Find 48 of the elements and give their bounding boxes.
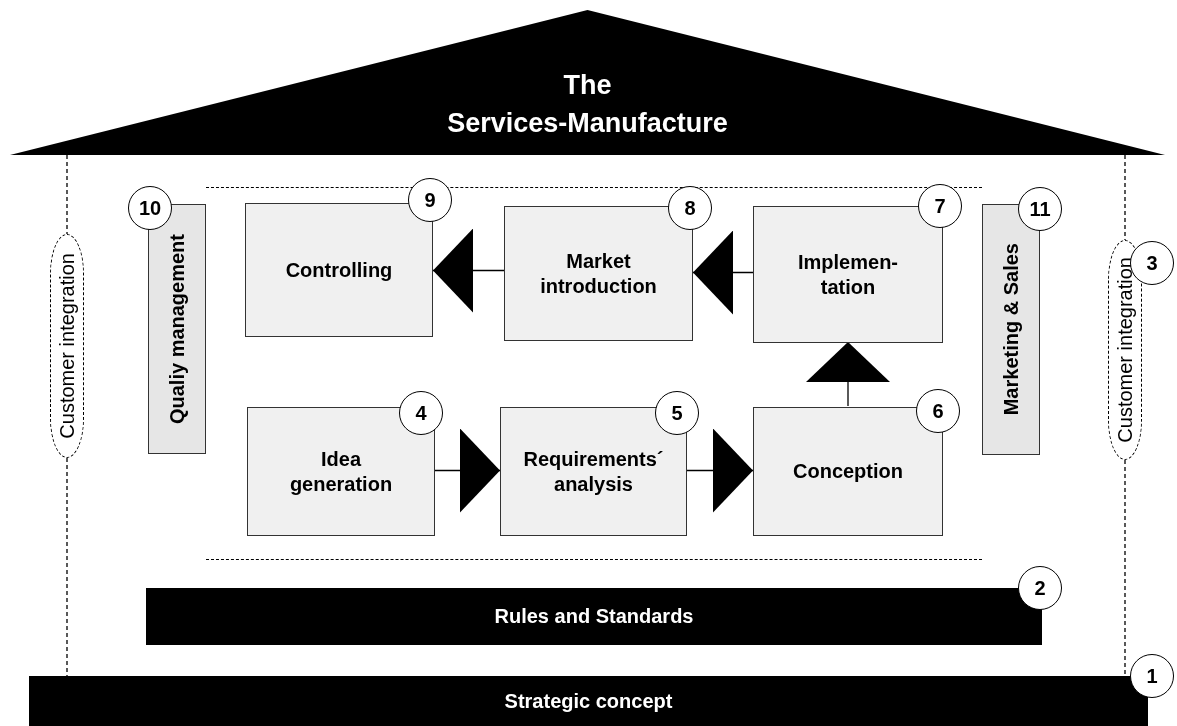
dashed-frame bbox=[206, 187, 982, 560]
roof-shape bbox=[10, 10, 1165, 155]
box-label: Controlling bbox=[285, 257, 393, 283]
dashed-line bbox=[1124, 154, 1126, 241]
number-circle bbox=[916, 389, 960, 433]
number-circle bbox=[408, 178, 452, 222]
callout-number: 1 bbox=[1146, 663, 1158, 689]
side-bar-label: Qualiy management bbox=[164, 233, 189, 425]
box-label: Requirements´ analysis bbox=[522, 446, 665, 497]
number-circle bbox=[918, 184, 962, 228]
callout-number: 3 bbox=[1146, 250, 1158, 276]
pillar-label: Customer integration bbox=[54, 253, 79, 439]
arrow bbox=[692, 230, 754, 315]
dashed-line bbox=[66, 457, 68, 677]
dashed-line bbox=[66, 154, 68, 235]
callout-number: 4 bbox=[415, 400, 427, 426]
callout-number: 6 bbox=[932, 398, 944, 424]
box-label: Idea generation bbox=[288, 446, 394, 497]
dashed-line bbox=[1124, 459, 1126, 677]
process-box bbox=[500, 407, 687, 536]
callout-number: 10 bbox=[138, 195, 162, 221]
number-circle bbox=[668, 186, 712, 230]
side-bar-label: Marketing & Sales bbox=[998, 243, 1023, 416]
number-circle bbox=[1130, 654, 1174, 698]
bar-label: Rules and Standards bbox=[494, 604, 694, 629]
number-circle bbox=[399, 391, 443, 435]
arrow bbox=[434, 428, 501, 513]
bar-label: Strategic concept bbox=[504, 688, 673, 714]
arrow bbox=[432, 228, 505, 313]
callout-number: 2 bbox=[1034, 575, 1046, 601]
box-label: Conception bbox=[793, 459, 903, 484]
callout-number: 7 bbox=[934, 193, 946, 219]
process-box bbox=[247, 407, 435, 536]
pillar-label: Customer integration bbox=[1112, 257, 1137, 443]
number-circle bbox=[1018, 187, 1062, 231]
callout-number: 5 bbox=[671, 400, 683, 426]
box-label: Market introduction bbox=[539, 248, 658, 299]
arrow bbox=[806, 341, 890, 407]
foundation-bar bbox=[29, 676, 1148, 726]
number-circle bbox=[128, 186, 172, 230]
callout-number: 9 bbox=[424, 187, 436, 213]
arrow bbox=[686, 428, 754, 513]
callout-number: 8 bbox=[684, 195, 696, 221]
number-circle bbox=[1018, 566, 1062, 610]
callout-number: 11 bbox=[1029, 196, 1051, 222]
roof-title: The Services-Manufacture bbox=[447, 69, 728, 141]
number-circle bbox=[655, 391, 699, 435]
box-label: Implemen- tation bbox=[797, 249, 899, 300]
